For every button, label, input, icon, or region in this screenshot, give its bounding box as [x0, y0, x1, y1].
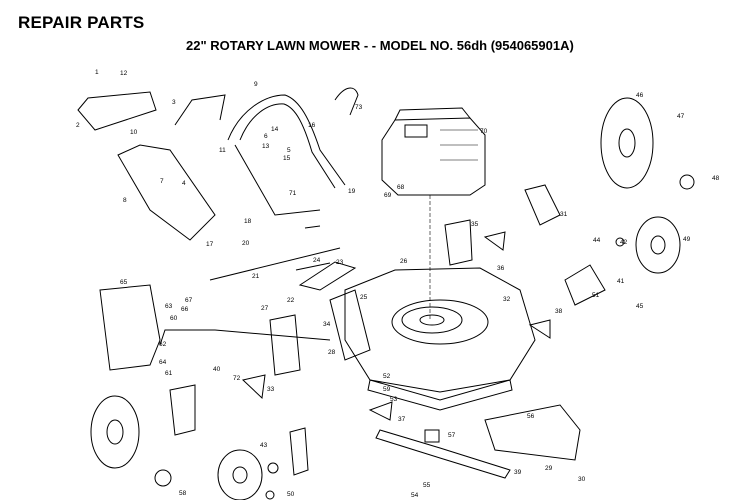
callout-37: 37 — [398, 416, 406, 423]
callout-14: 14 — [271, 126, 279, 133]
front-right-wheel — [635, 216, 681, 274]
callout-39: 39 — [514, 469, 522, 476]
callout-36: 36 — [497, 265, 505, 272]
callout-69: 69 — [384, 192, 392, 199]
callout-41: 41 — [617, 278, 625, 285]
callout-23: 23 — [336, 259, 344, 266]
callout-49: 49 — [683, 236, 691, 243]
callout-57: 57 — [448, 432, 456, 439]
callout-35: 35 — [471, 221, 479, 228]
callout-15: 15 — [283, 155, 291, 162]
callout-12: 12 — [120, 70, 128, 77]
callout-9: 9 — [254, 81, 258, 88]
callout-43: 43 — [260, 442, 268, 449]
callout-60: 60 — [170, 315, 178, 322]
callout-42: 42 — [620, 239, 628, 246]
callout-38: 38 — [555, 308, 563, 315]
callout-65: 65 — [120, 279, 128, 286]
callout-55: 55 — [423, 482, 431, 489]
callout-1: 1 — [95, 69, 99, 76]
callout-70: 70 — [480, 128, 488, 135]
callout-47: 47 — [677, 113, 685, 120]
callout-3: 3 — [172, 99, 176, 106]
callout-30: 30 — [578, 476, 586, 483]
callout-45: 45 — [636, 303, 644, 310]
callout-46: 46 — [636, 92, 644, 99]
callout-56: 56 — [527, 413, 535, 420]
callout-6: 6 — [264, 133, 268, 140]
callout-52: 52 — [383, 373, 391, 380]
callout-21: 21 — [252, 273, 260, 280]
model-subtitle: 22" ROTARY LAWN MOWER - - MODEL NO. 56dh… — [186, 38, 574, 53]
callout-73: 73 — [355, 104, 363, 111]
callout-64: 64 — [159, 359, 167, 366]
callout-13: 13 — [262, 143, 270, 150]
page-title: REPAIR PARTS — [18, 13, 145, 32]
callout-17: 17 — [206, 241, 214, 248]
callout-18: 18 — [244, 218, 252, 225]
blade-drawing — [375, 429, 511, 479]
callout-62: 62 — [159, 341, 167, 348]
callout-59: 59 — [383, 386, 391, 393]
height-adjuster-drawings — [159, 184, 606, 476]
callout-53: 53 — [390, 396, 398, 403]
callout-34: 34 — [323, 321, 331, 328]
callout-7: 7 — [160, 178, 164, 185]
mower-deck-drawing — [344, 267, 536, 411]
callout-10: 10 — [130, 129, 138, 136]
callout-44: 44 — [593, 237, 601, 244]
callout-48: 48 — [712, 175, 720, 182]
callout-20: 20 — [242, 240, 250, 247]
callout-22: 22 — [287, 297, 295, 304]
rear-left-wheel — [90, 395, 140, 469]
callout-54: 54 — [411, 492, 419, 499]
callout-68: 68 — [397, 184, 405, 191]
callout-2: 2 — [76, 122, 80, 129]
callout-labels: 1 2 3 4 5 6 7 8 9 10 11 12 13 14 15 16 1… — [76, 69, 720, 499]
callout-32: 32 — [503, 296, 511, 303]
callout-8: 8 — [123, 197, 127, 204]
callout-25: 25 — [360, 294, 368, 301]
callout-28: 28 — [328, 349, 336, 356]
callout-63: 63 — [165, 303, 173, 310]
callout-5: 5 — [287, 147, 291, 154]
rear-guard-drawing — [99, 284, 581, 461]
callout-16: 16 — [308, 122, 316, 129]
callout-40: 40 — [213, 366, 221, 373]
callout-26: 26 — [400, 258, 408, 265]
callout-61: 61 — [165, 370, 173, 377]
callout-24: 24 — [313, 257, 321, 264]
handle-drawing — [77, 87, 359, 291]
callout-66: 66 — [181, 306, 189, 313]
callout-11: 11 — [219, 147, 226, 154]
callout-58: 58 — [179, 490, 187, 497]
front-left-wheel — [217, 449, 263, 500]
rear-right-wheel — [600, 97, 654, 189]
engine-drawing — [381, 107, 486, 320]
hardware-drawings — [154, 174, 695, 500]
callout-72: 72 — [233, 375, 241, 382]
callout-4: 4 — [182, 180, 186, 187]
callout-29: 29 — [545, 465, 553, 472]
callout-50: 50 — [287, 491, 295, 498]
callout-19: 19 — [348, 188, 356, 195]
callout-31: 31 — [560, 211, 568, 218]
callout-27: 27 — [261, 305, 269, 312]
callout-33: 33 — [267, 386, 275, 393]
callout-71: 71 — [289, 190, 297, 197]
callout-51: 51 — [592, 292, 600, 299]
callout-67: 67 — [185, 297, 193, 304]
